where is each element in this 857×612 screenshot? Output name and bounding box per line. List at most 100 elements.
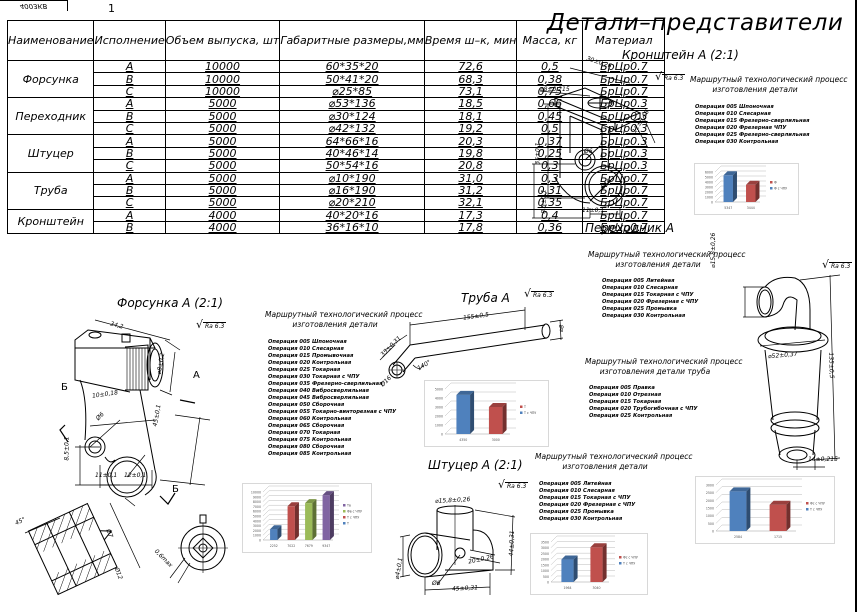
y-tick-label: 2000 xyxy=(705,191,713,195)
bracket-dim-hole: ⌀8±0,215 xyxy=(540,86,570,93)
header-name: Наименование xyxy=(6,20,95,61)
variant-cell: B xyxy=(93,109,166,123)
material-cell: БрЦр0.7 xyxy=(582,208,666,223)
x-tick-label: 2252 xyxy=(270,544,278,548)
operation-item: Операция 085 Контрольная xyxy=(268,451,352,457)
gridline-diag xyxy=(262,514,270,521)
adapter-dim-14: 14±0,215 xyxy=(808,456,838,463)
fitting-drawing xyxy=(395,495,525,605)
tube-process-title: Маршрутный технологический процесс изгот… xyxy=(585,357,743,377)
operation-item: Операция 005 Правка xyxy=(589,385,655,391)
variant-cell: B xyxy=(93,183,166,198)
operation-item: Операция 025 Контрольная xyxy=(589,413,673,419)
part-name-cell: Форсунка xyxy=(6,59,95,99)
x-tick-label: 7022 xyxy=(287,544,295,548)
y-tick-label: 0 xyxy=(711,201,713,205)
material-cell: БрЦр0.3 xyxy=(582,134,666,148)
y-tick-label: 1000 xyxy=(706,514,714,518)
y-tick-label: 1500 xyxy=(706,507,714,511)
process-title-line1: Маршрутный технологический процесс xyxy=(588,250,746,259)
legend-swatch xyxy=(520,405,523,408)
operation-item: Операция 010 Слесарная xyxy=(695,111,771,117)
operation-item: Операция 070 Токарная xyxy=(268,430,341,436)
gridline-diag xyxy=(444,409,452,417)
time-cell: 20,3 xyxy=(423,134,518,148)
gridline-diag xyxy=(714,165,722,173)
adapter-dim-length: 135±0,5 xyxy=(827,352,835,379)
legend-label: Т xyxy=(346,522,349,526)
y-tick-label: 8000 xyxy=(253,500,261,504)
legend-label: Т с ЧПУ xyxy=(523,411,536,415)
y-tick-label: 6000 xyxy=(705,171,713,175)
fitting-operations-list: Операция 005 Литейная Операция 010 Слеса… xyxy=(539,481,635,523)
drawing-stamp: 4003КВ xyxy=(0,0,68,11)
bar xyxy=(746,184,756,202)
y-tick-label: 2500 xyxy=(706,491,714,495)
y-tick-label: 4000 xyxy=(435,397,443,401)
bar xyxy=(270,529,278,540)
gridline-diag xyxy=(262,509,270,517)
volume-cell: 5000 xyxy=(164,97,281,111)
legend-label: Фс с ЧПУ xyxy=(810,502,825,506)
y-tick-label: 4000 xyxy=(705,181,713,185)
time-cell: 18,5 xyxy=(423,97,518,111)
bar-top xyxy=(729,487,751,492)
bar xyxy=(305,503,313,540)
legend-label: Фв с ЧПУ xyxy=(347,510,362,514)
bracket-view-title: Кронштейн А (2:1) xyxy=(622,48,739,62)
tube-view-title: Труба А xyxy=(461,291,510,305)
header-time: Время ш–к, мин xyxy=(423,20,518,61)
adapter-drawing xyxy=(715,270,825,470)
bar xyxy=(456,394,471,434)
bar-side xyxy=(755,180,760,202)
roughness-value: Ra 6.3 xyxy=(662,74,686,82)
dimensions-cell: ⌀10*190 xyxy=(279,171,425,185)
bar-top xyxy=(769,500,791,505)
tube-dim-diameter: ⌀8 xyxy=(557,324,566,333)
operation-item: Операция 015 Токарная xyxy=(589,399,662,405)
y-tick-label: 3000 xyxy=(705,186,713,190)
time-cell: 20,8 xyxy=(423,159,518,173)
bar-top xyxy=(561,555,578,560)
y-tick-label: 10000 xyxy=(251,491,261,495)
operation-item: Операция 010 Слесарная xyxy=(539,488,615,494)
operation-item: Операция 025 Промывка xyxy=(539,509,614,515)
gridline-diag xyxy=(714,195,722,203)
process-title-line1: Маршрутный технологический процесс xyxy=(265,310,423,319)
part-name-cell: Штуцер xyxy=(6,134,95,173)
process-title-line2: изготовления детали xyxy=(292,320,378,329)
operation-item: Операция 060 Контрольная xyxy=(268,416,352,422)
variant-cell: C xyxy=(93,196,166,210)
operation-item: Операция 030 Контрольная xyxy=(602,313,686,319)
header-dimensions: Габаритные размеры,мм xyxy=(279,20,425,61)
gridline-diag xyxy=(444,427,452,435)
time-cell: 19,8 xyxy=(423,146,518,161)
variant-cell: C xyxy=(93,121,166,136)
gridline-diag xyxy=(550,552,558,560)
adapter-process-title: Маршрутный технологический процесс изгот… xyxy=(588,250,746,270)
volume-cell: 5000 xyxy=(164,146,281,161)
tube-drawing xyxy=(385,310,565,380)
operation-item: Операция 010 Слесарная xyxy=(602,285,678,291)
bar xyxy=(561,559,574,582)
gridline-diag xyxy=(715,509,723,516)
time-cell: 73,1 xyxy=(423,84,518,99)
roughness-icon: √ xyxy=(196,318,204,331)
parts-spec-table: Наименование Исполнение Объем выпуска, ш… xyxy=(6,20,666,235)
bar-top xyxy=(270,525,282,530)
gridline-diag xyxy=(262,500,270,507)
volume-cell: 5000 xyxy=(164,121,281,136)
volume-cell: 10000 xyxy=(164,59,281,74)
y-tick-label: 5000 xyxy=(435,388,443,392)
bar-top xyxy=(488,403,507,407)
bar-side xyxy=(746,487,751,531)
process-title-line2: изготовления детали xyxy=(615,260,701,269)
operation-item: Операция 030 Контрольная xyxy=(539,516,623,522)
bar-side xyxy=(732,171,737,202)
nozzle-drawing xyxy=(60,320,250,490)
variant-cell: B xyxy=(93,146,166,161)
